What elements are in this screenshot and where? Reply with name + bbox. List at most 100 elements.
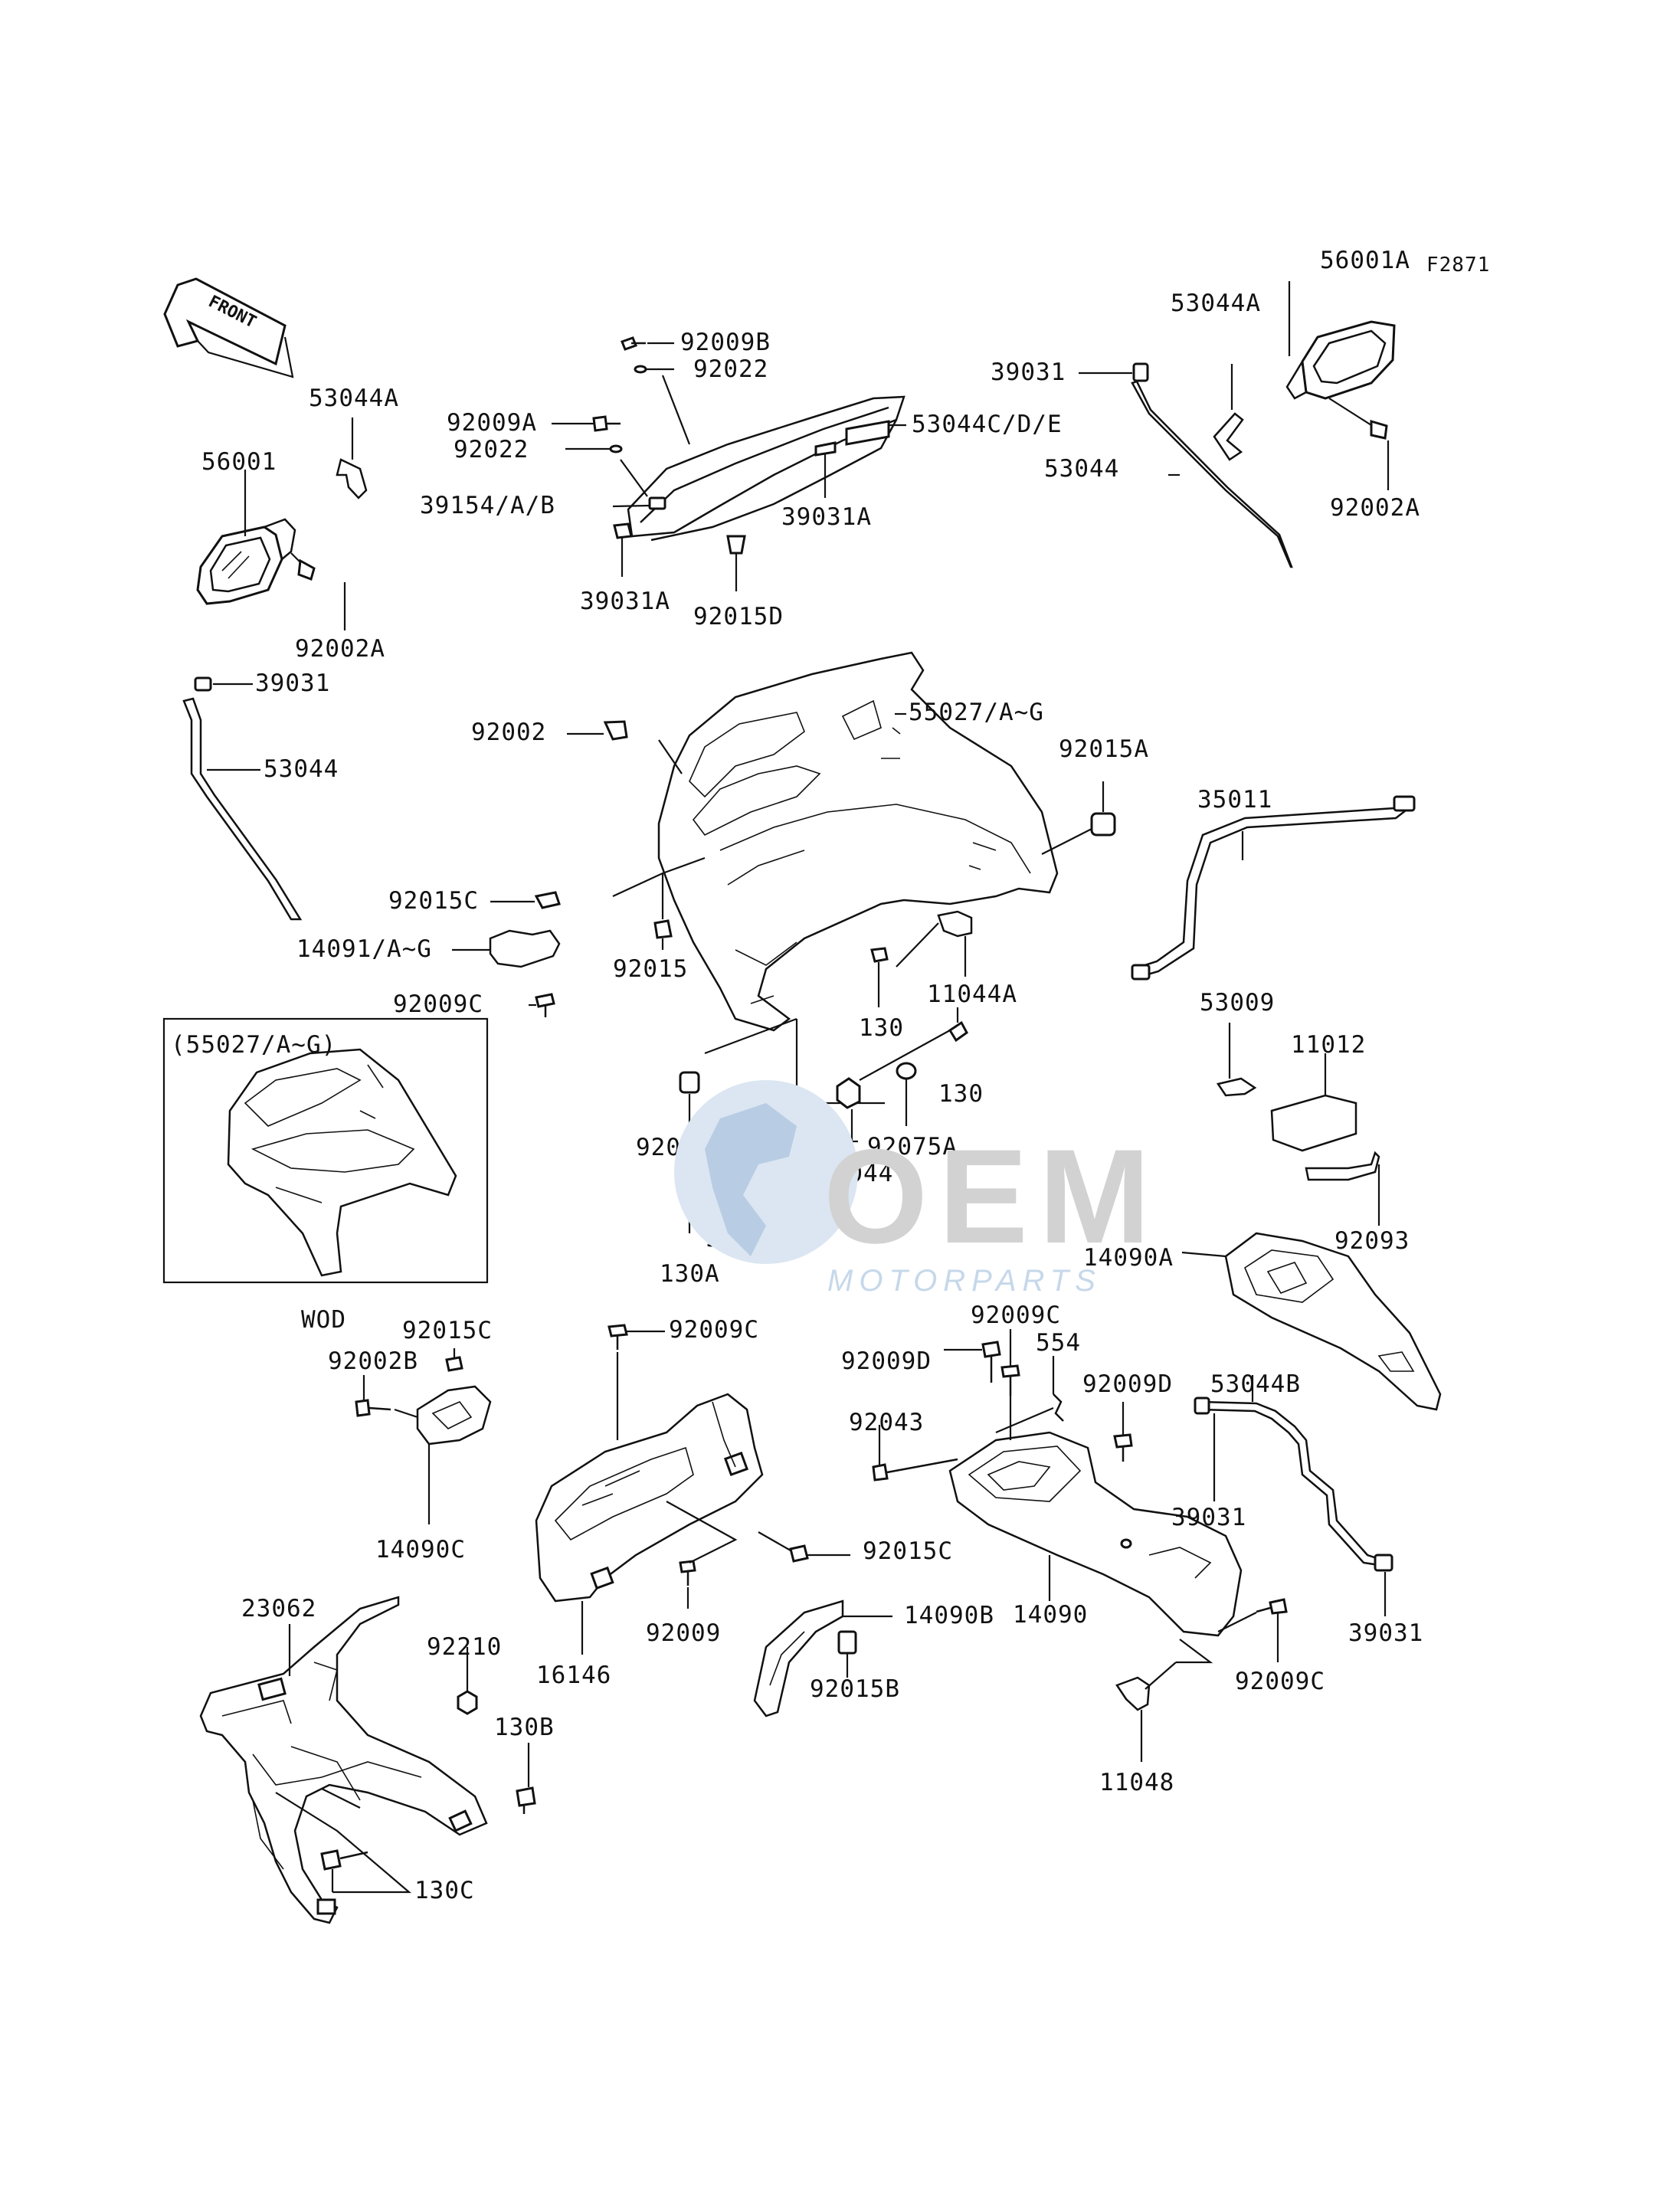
label-92009b: 92009B: [680, 329, 771, 356]
left-cable-drawing: [182, 676, 303, 921]
bolt-130b-drawing: [516, 1743, 536, 1814]
nut-92015-drawing: [653, 919, 673, 939]
bolt-92009c-topright-drawing: [1000, 1329, 1020, 1440]
label-130b: 130B: [494, 1714, 555, 1741]
label-14090c: 14090C: [375, 1536, 466, 1563]
watermark-sub: MOTORPARTS: [827, 1264, 1102, 1298]
label-130-a: 130: [859, 1014, 904, 1042]
nut-92015d-drawing: [726, 535, 746, 555]
bolt-92009d-left-drawing: [944, 1341, 1001, 1383]
pin-554-drawing: [995, 1356, 1064, 1434]
screw-92009-drawing: [666, 1501, 738, 1609]
label-53044a-right: 53044A: [1171, 290, 1261, 317]
clip-92015c-mid-drawing: [789, 1544, 809, 1563]
left-clip-drawing: [336, 458, 368, 499]
label-92009c-center: 92009C: [669, 1316, 759, 1344]
label-92009d-right: 92009D: [1082, 1370, 1173, 1398]
label-130a: 130A: [660, 1260, 720, 1288]
bolt-92009a-drawing: [552, 415, 648, 497]
bracket-11048-drawing: [1115, 1639, 1213, 1762]
label-92015c-mid: 92015C: [402, 1317, 493, 1344]
label-23062: 23062: [241, 1595, 317, 1622]
label-56001: 56001: [201, 448, 277, 476]
grommet-92015a-drawing: [1090, 812, 1116, 837]
bolt-92043-drawing: [872, 1425, 958, 1482]
bracket-14091-drawing: [489, 929, 561, 968]
label-92015b: 92015B: [810, 1675, 900, 1703]
label-39031-top: 39031: [991, 359, 1066, 386]
label-55027ag: 55027/A~G: [909, 699, 1044, 726]
label-92009a: 92009A: [447, 409, 537, 437]
label-130c: 130C: [414, 1877, 475, 1904]
inset-title: (55027/A~G): [171, 1031, 337, 1059]
grommet-39031a-drawing: [613, 522, 633, 539]
nut-130-drawing: [870, 947, 889, 963]
label-92015: 92015: [613, 955, 689, 983]
bolt-92009c-bottom-drawing: [1217, 1598, 1288, 1662]
label-39154ab: 39154/A/B: [420, 492, 555, 519]
bolt-92009b-drawing: [621, 336, 674, 374]
label-92015c-right: 92015C: [863, 1537, 953, 1565]
label-53044-left: 53044: [264, 755, 339, 783]
bolt-130c-drawing: [275, 1792, 411, 1894]
label-53044a-left: 53044A: [309, 385, 399, 412]
label-39031-bottom: 39031: [1348, 1619, 1424, 1647]
label-92022-mid: 92022: [454, 436, 529, 463]
label-92002b: 92002B: [328, 1347, 418, 1375]
label-130-b: 130: [938, 1080, 984, 1108]
label-92093: 92093: [1335, 1227, 1410, 1255]
bracket-11044a-drawing: [937, 910, 973, 938]
left-mirror-drawing: [196, 470, 316, 605]
label-92009c-left: 92009C: [393, 990, 483, 1018]
label-92009c-topright: 92009C: [971, 1302, 1061, 1329]
windshield-drawing: [612, 375, 905, 542]
cable-53044b-drawing: [1194, 1375, 1393, 1616]
label-92015a-top: 92015A: [1059, 735, 1149, 763]
inset-caption: WOD: [301, 1306, 346, 1334]
bracket-92002-drawing: [603, 720, 628, 741]
label-554: 554: [1036, 1329, 1081, 1357]
label-11048: 11048: [1099, 1769, 1175, 1796]
label-92002a-left: 92002A: [295, 635, 385, 663]
globe-icon: [674, 1080, 858, 1264]
inset-fairing-drawing: [227, 1048, 457, 1277]
right-mirror-drawing: [1285, 281, 1396, 490]
label-14090: 14090: [1013, 1601, 1089, 1629]
label-14091ag: 14091/A~G: [296, 935, 432, 963]
label-92002a-right: 92002A: [1330, 494, 1420, 522]
rod-35011-drawing: [1131, 795, 1416, 981]
label-92043: 92043: [849, 1409, 925, 1436]
label-53009: 53009: [1200, 989, 1276, 1017]
bolt-92009c-center-drawing: [607, 1324, 665, 1440]
nut-92210-drawing: [457, 1647, 478, 1715]
label-39031-mid: 39031: [1171, 1504, 1247, 1531]
label-14090a: 14090A: [1083, 1244, 1174, 1272]
label-92009c-bottom: 92009C: [1235, 1668, 1325, 1695]
label-53044b: 53044B: [1210, 1370, 1301, 1398]
label-92015d: 92015D: [693, 603, 784, 630]
label-39031a-left: 39031A: [580, 588, 670, 615]
bolt-92009d-right-drawing: [1113, 1402, 1133, 1462]
right-clip-drawing: [1213, 412, 1244, 461]
bracket-14090c-drawing: [355, 1348, 492, 1524]
label-56001a: 56001A: [1320, 247, 1410, 274]
upper-cowl-drawing: [657, 651, 1059, 1032]
label-11044a: 11044A: [927, 981, 1017, 1008]
label-35011: 35011: [1197, 786, 1273, 814]
ecu-group-drawing: [1216, 1023, 1380, 1226]
label-16146: 16146: [536, 1662, 612, 1689]
clip-92015c-drawing: [534, 891, 561, 909]
pads-53044cde-drawing: [814, 420, 906, 498]
label-92210: 92210: [427, 1633, 503, 1661]
instrument-cover-drawing: [535, 1393, 764, 1655]
bolt-92009c-left-drawing: [529, 993, 555, 1017]
frame-23062-drawing: [199, 1596, 488, 1924]
label-92075a: 92075A: [867, 1133, 958, 1161]
label-39031a-right: 39031A: [781, 503, 872, 531]
label-11012: 11012: [1291, 1031, 1367, 1059]
inset-box: [162, 1017, 489, 1284]
label-53044-right: 53044: [1044, 455, 1120, 483]
front-arrow-icon: [163, 277, 294, 378]
